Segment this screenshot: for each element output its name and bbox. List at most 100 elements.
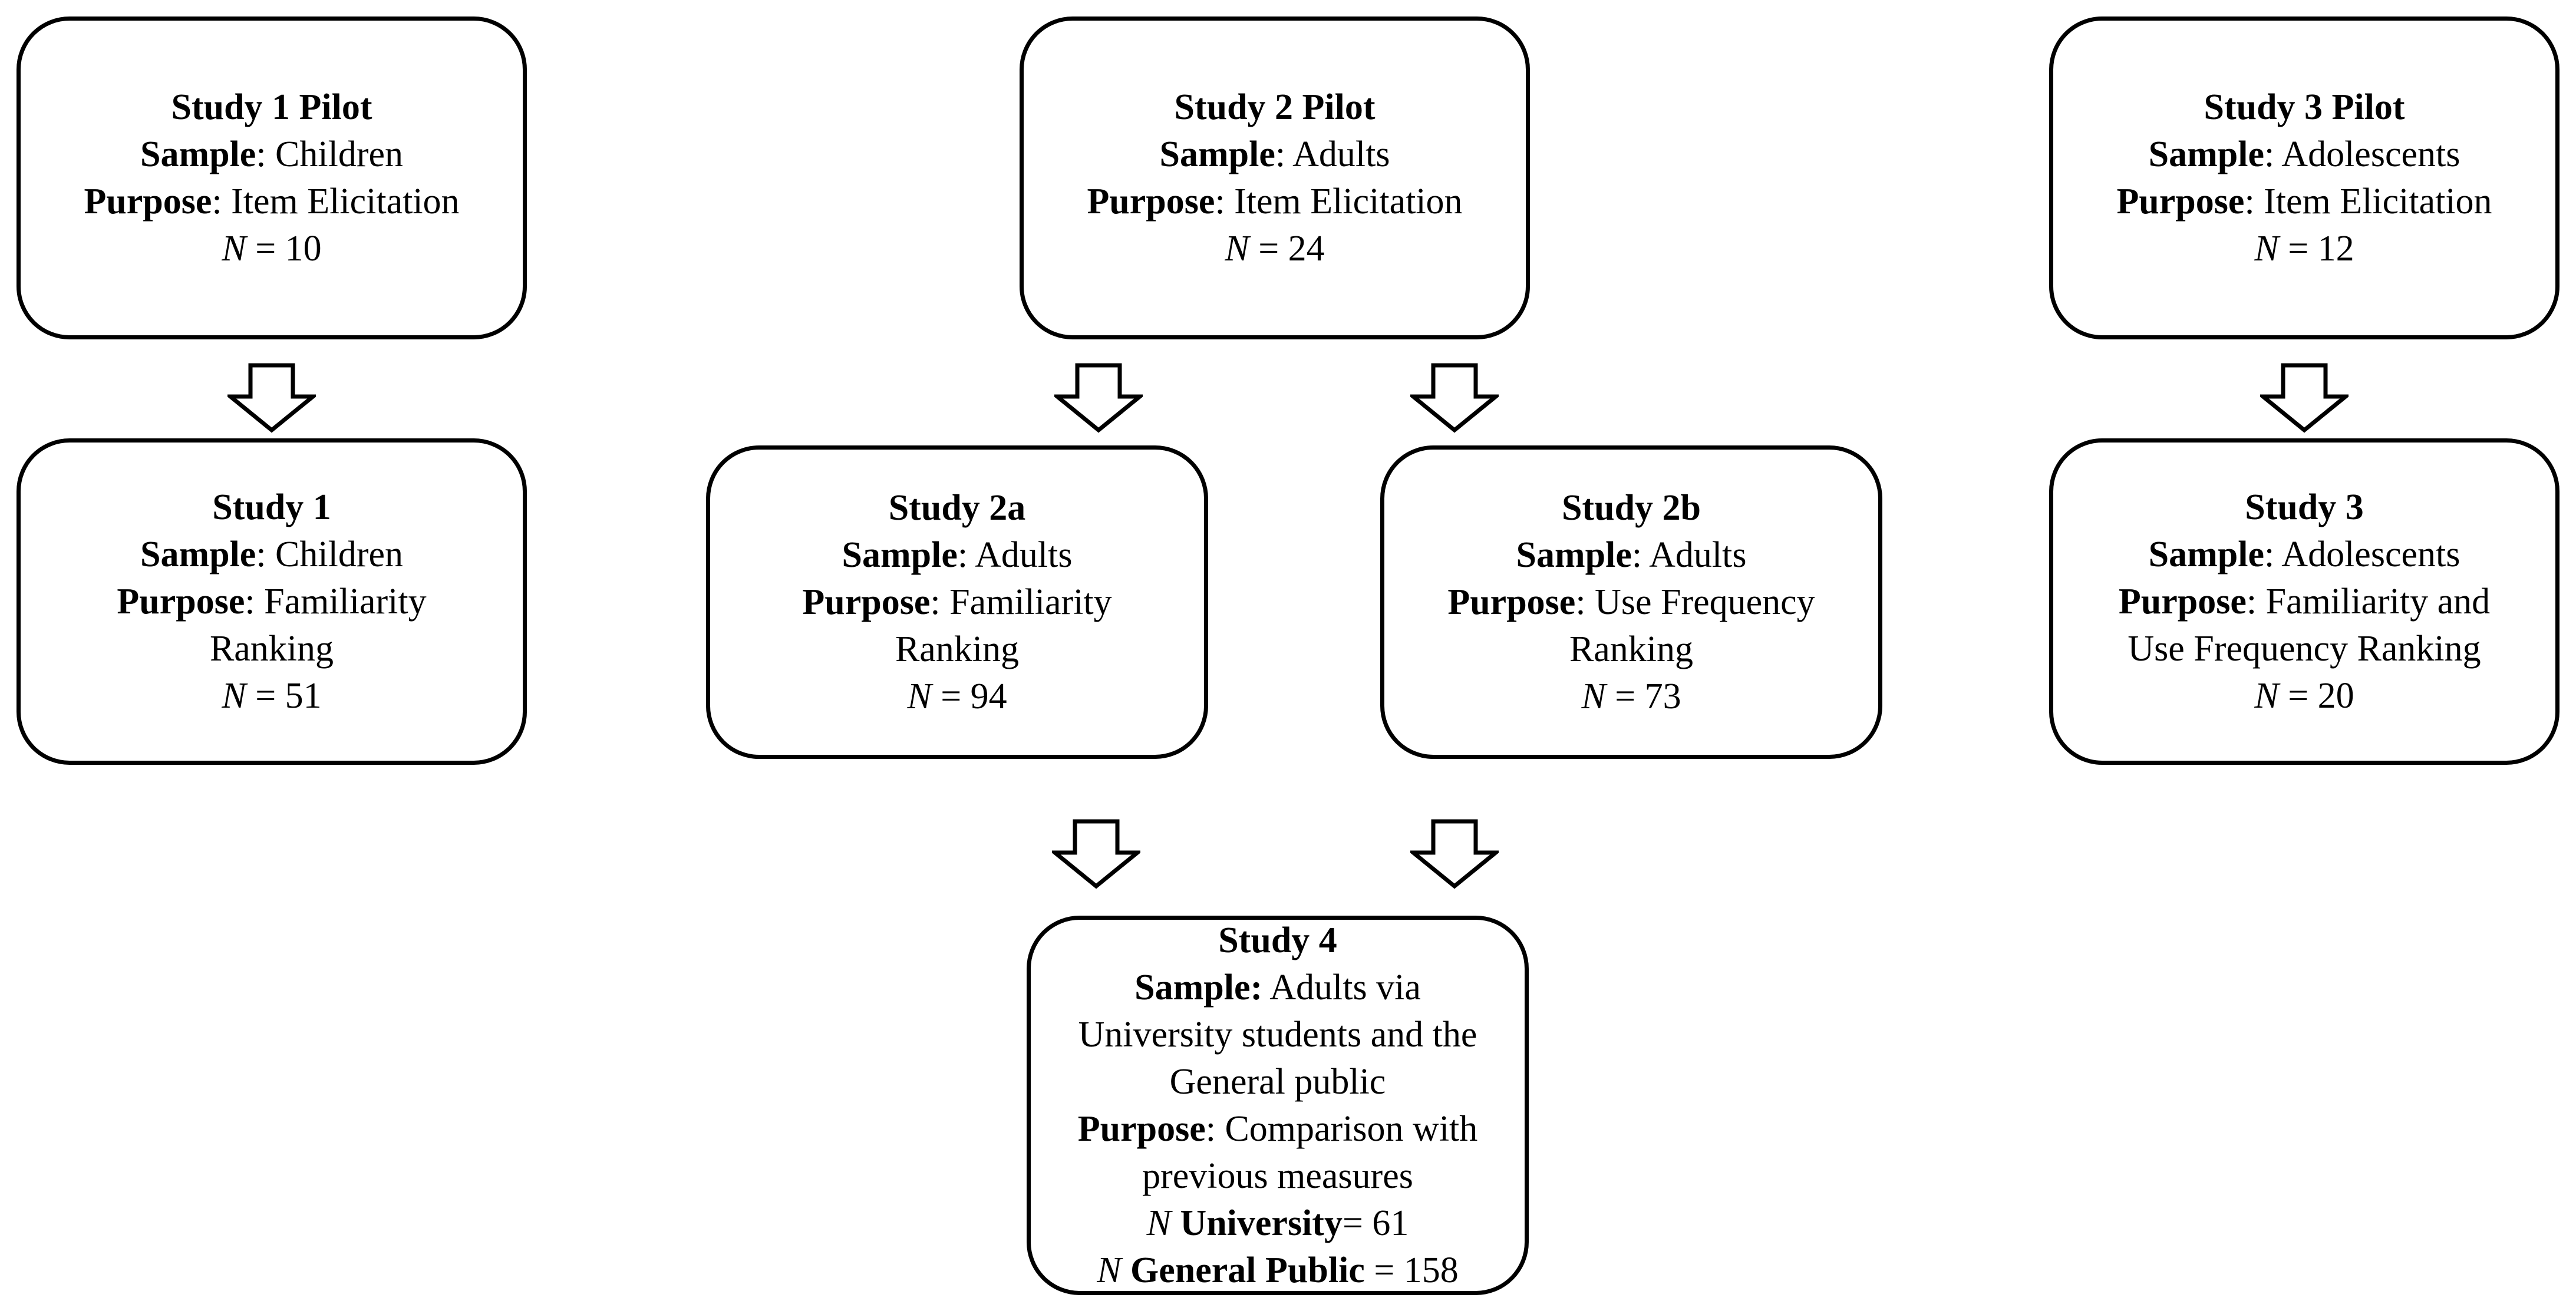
text-line: Sample: Adults <box>1516 531 1746 579</box>
text-segment: previous measures <box>1142 1156 1413 1196</box>
text-segment: : Adolescents <box>2264 534 2460 574</box>
text-segment: : Item Elicitation <box>212 181 460 222</box>
text-line: Purpose: Familiarity and <box>2119 578 2490 625</box>
text-segment <box>1122 1250 1131 1290</box>
text-segment: = 12 <box>2278 229 2354 269</box>
text-segment: N <box>2254 676 2279 716</box>
down-arrow-icon <box>1410 363 1499 434</box>
text-line: Use Frequency Ranking <box>2128 625 2481 672</box>
text-segment: N <box>222 229 246 269</box>
text-segment: : Adults <box>957 535 1073 575</box>
text-line: Study 3 Pilot <box>2204 84 2405 131</box>
text-segment: Ranking <box>209 629 334 669</box>
text-segment: = 94 <box>931 676 1007 716</box>
text-segment: Sample: <box>1134 968 1263 1008</box>
text-segment: Purpose <box>2118 582 2247 622</box>
text-segment: General public <box>1169 1062 1386 1102</box>
down-arrow-icon <box>1410 819 1499 890</box>
text-line: Study 2b <box>1562 484 1701 531</box>
text-line: University students and the <box>1078 1011 1477 1058</box>
text-line: N General Public = 158 <box>1097 1247 1459 1294</box>
text-line: Study 3 <box>2245 484 2364 531</box>
text-segment: Study 2b <box>1561 488 1701 528</box>
text-segment: Study 3 <box>2245 487 2364 527</box>
text-line: Purpose: Comparison with <box>1078 1105 1478 1153</box>
text-segment: N <box>2254 229 2279 269</box>
text-line: Study 4 <box>1218 917 1337 964</box>
text-segment: : Item Elicitation <box>1215 181 1463 222</box>
text-segment: Purpose <box>802 582 931 622</box>
text-line: Purpose: Familiarity <box>802 579 1111 626</box>
text-segment: N <box>222 676 246 716</box>
text-segment: Sample <box>2148 534 2264 574</box>
text-line: Sample: Adolescents <box>2149 131 2460 178</box>
text-line: Sample: Children <box>140 131 403 178</box>
text-segment: Purpose <box>1087 181 1215 222</box>
text-segment: Ranking <box>895 629 1020 669</box>
text-segment: Sample <box>140 134 256 174</box>
text-line: Sample: Adults <box>1159 131 1390 178</box>
text-segment: Purpose <box>2116 181 2245 222</box>
text-segment: General Public <box>1130 1250 1365 1290</box>
text-segment: : Comparison with <box>1205 1109 1478 1149</box>
text-segment: Purpose <box>1447 582 1576 622</box>
text-line: N = 51 <box>222 672 321 719</box>
text-line: Purpose: Item Elicitation <box>2116 178 2492 225</box>
text-line: Purpose: Use Frequency <box>1447 579 1815 626</box>
text-line: Study 1 Pilot <box>171 84 372 131</box>
text-line: Ranking <box>895 626 1019 673</box>
text-segment: Study 1 <box>212 487 331 527</box>
text-line: N University= 61 <box>1147 1200 1409 1247</box>
text-segment: : Familiarity and <box>2246 582 2491 622</box>
text-line: N = 10 <box>222 225 321 272</box>
text-line: N = 24 <box>1225 225 1324 272</box>
text-segment: : Adolescents <box>2264 134 2460 174</box>
down-arrow-icon <box>1052 819 1140 890</box>
text-segment: = 51 <box>246 676 322 716</box>
text-line: Purpose: Item Elicitation <box>1087 178 1462 225</box>
text-segment: N <box>1581 676 1606 716</box>
text-segment: Purpose <box>117 582 245 622</box>
text-segment: : Children <box>256 534 404 574</box>
text-segment: : Familiarity <box>930 582 1112 622</box>
text-line: Study 2a <box>889 484 1026 531</box>
text-segment: = 61 <box>1342 1203 1409 1243</box>
text-segment: N <box>1146 1203 1171 1243</box>
down-arrow-icon <box>1054 363 1143 434</box>
text-segment: Sample <box>140 534 256 574</box>
text-segment: Study 2 Pilot <box>1174 87 1376 127</box>
text-segment: Sample <box>1516 535 1632 575</box>
text-line: Ranking <box>210 625 334 672</box>
text-segment: Sample <box>1159 134 1275 174</box>
text-line: Sample: Children <box>140 531 403 578</box>
text-segment: University <box>1180 1203 1343 1243</box>
down-arrow-icon <box>227 363 316 434</box>
text-segment: Adults via <box>1262 968 1421 1008</box>
text-line: Purpose: Familiarity <box>117 578 426 625</box>
text-segment: Use Frequency Ranking <box>2128 629 2481 669</box>
text-segment: N <box>907 676 932 716</box>
text-segment: : Adults <box>1275 134 1390 174</box>
text-segment: : Children <box>256 134 404 174</box>
text-segment: Purpose <box>1077 1109 1206 1149</box>
text-line: Purpose: Item Elicitation <box>84 178 459 225</box>
text-line: Sample: Adults via <box>1134 964 1421 1011</box>
text-segment: University students and the <box>1078 1015 1477 1055</box>
text-line: Sample: Adolescents <box>2149 531 2460 578</box>
text-segment: Study 1 Pilot <box>171 87 372 127</box>
text-line: N = 94 <box>907 673 1007 720</box>
text-segment: Sample <box>842 535 958 575</box>
text-segment: : Item Elicitation <box>2244 181 2492 222</box>
text-segment: = 20 <box>2278 676 2354 716</box>
text-segment: = 158 <box>1364 1250 1459 1290</box>
text-line: N = 73 <box>1581 673 1681 720</box>
text-line: N = 12 <box>2254 225 2354 272</box>
